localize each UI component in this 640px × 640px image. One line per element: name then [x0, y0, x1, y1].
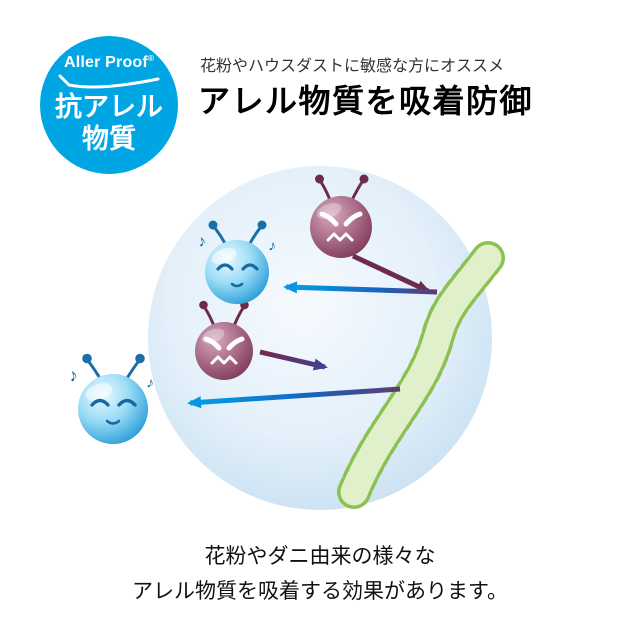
smile-mouth — [230, 282, 244, 288]
brand-text: Aller Proof — [63, 54, 148, 72]
antenna-tip — [257, 220, 267, 230]
allergen-calmed-bottom: ♪ ♪ — [67, 353, 155, 444]
angry-eye — [203, 336, 222, 351]
allergen-body — [205, 240, 269, 304]
caption: 花粉やダニ由来の様々な アレル物質を吸着する効果があります。 — [0, 540, 640, 609]
allergen-active-top — [310, 174, 372, 258]
arrow-to-fiber-bottom — [259, 349, 328, 371]
antenna-tip — [199, 300, 208, 310]
antenna-tip — [359, 174, 369, 184]
angry-eye — [226, 336, 245, 351]
page-title: アレル物質を吸着防御 — [198, 83, 534, 119]
antenna-tip — [208, 220, 218, 230]
filter-fiber — [337, 241, 505, 509]
highlight — [211, 248, 237, 264]
highlight — [85, 383, 113, 401]
music-note-icon: ♪ — [67, 364, 80, 385]
closed-eye — [216, 263, 234, 271]
swoosh-underline-icon — [58, 74, 160, 89]
arrow-to-fiber-top — [351, 253, 431, 294]
angry-eye — [319, 211, 339, 227]
music-note-icon: ♪ — [267, 237, 277, 255]
caption-line-1: 花粉やダニ由来の様々な — [204, 545, 436, 568]
allergen-body — [195, 322, 253, 380]
antenna-tip — [315, 174, 324, 184]
header-subtitle: 花粉やハウスダストに敏感な方にオススメ — [200, 58, 505, 75]
badge-label-line2: 物質 — [82, 123, 136, 154]
antenna-tip — [82, 353, 92, 364]
allergen-body — [78, 374, 148, 444]
allergen-calmed-top: ♪ ♪ — [196, 220, 277, 304]
registered-mark: ® — [147, 54, 155, 64]
caption-line-2: アレル物質を吸着する効果があります。 — [132, 579, 508, 603]
antenna-tip — [135, 353, 145, 364]
capture-arrows — [187, 253, 438, 409]
antenna — [350, 180, 364, 202]
arrow-calmed-bottom — [187, 386, 401, 409]
arrow-calmed-top — [283, 281, 438, 295]
fiber-body — [340, 244, 502, 506]
closed-eye — [90, 398, 110, 407]
allergen-active-bottom — [195, 300, 253, 380]
zigzag-mouth — [210, 355, 238, 365]
angry-eye — [343, 211, 363, 227]
allergen-body — [310, 196, 372, 258]
closed-eye — [117, 398, 137, 407]
music-note-icon: ♪ — [145, 374, 155, 392]
badge-label-line1: 抗アレル — [55, 92, 163, 123]
smile-mouth — [105, 419, 121, 425]
brand-name: Aller Proof® — [64, 55, 154, 71]
closed-eye — [241, 263, 259, 271]
music-note-icon: ♪ — [196, 233, 207, 251]
zigzag-mouth — [326, 232, 354, 242]
aller-proof-badge: Aller Proof® 抗アレル 物質 — [40, 36, 178, 174]
